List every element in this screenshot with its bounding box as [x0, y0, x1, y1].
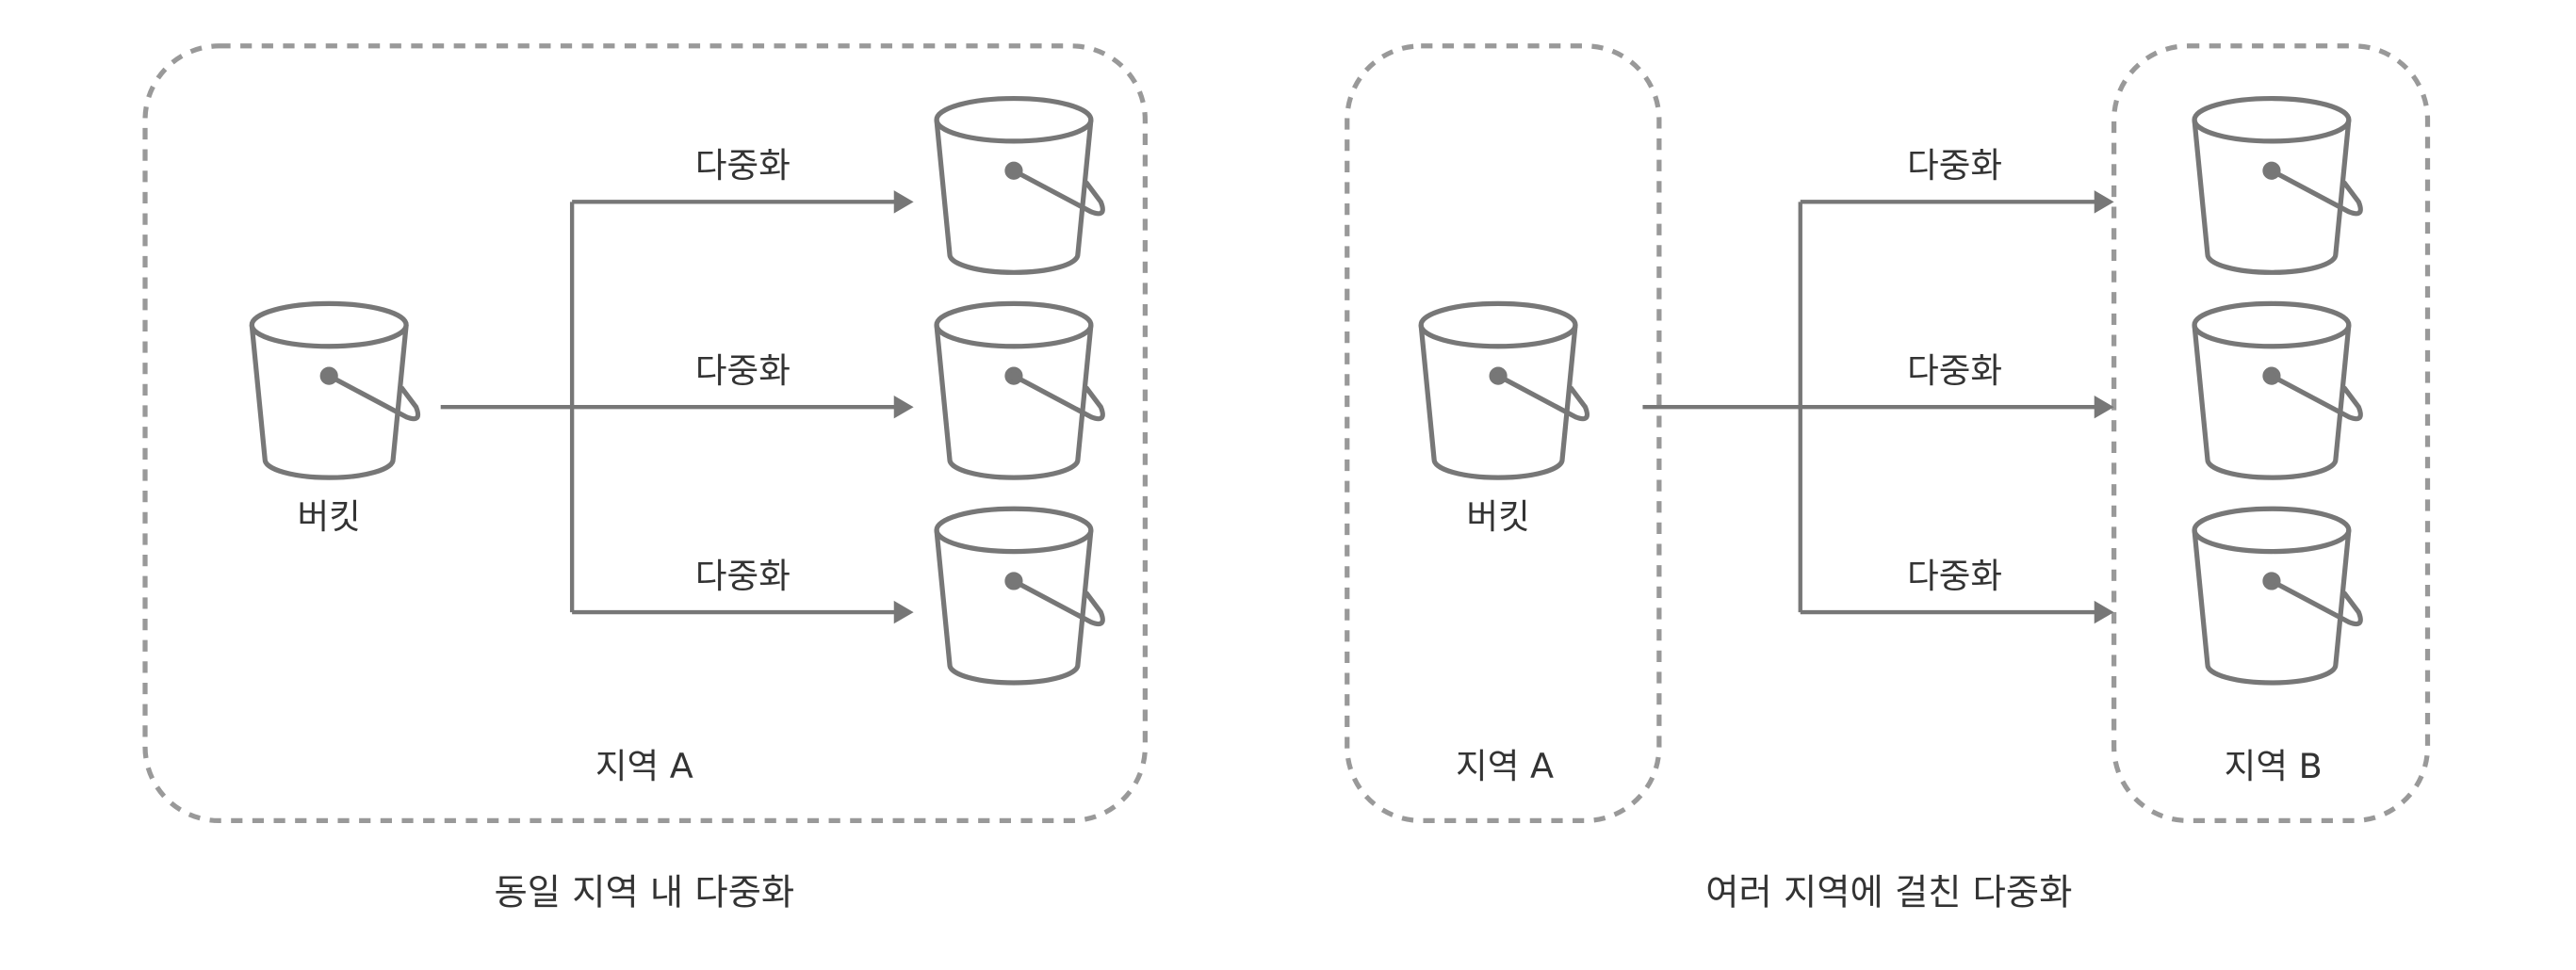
source-bucket-label: 버킷	[1466, 496, 1529, 537]
bucket-icon	[249, 300, 421, 480]
bucket-icon	[2192, 506, 2363, 686]
right-buckets	[1418, 95, 2363, 686]
panel-caption: 동일 지역 내 다중화	[494, 871, 794, 913]
source-region-label: 지역 A	[1456, 746, 1554, 786]
region-a-boundary	[142, 43, 1148, 824]
bucket-icon	[934, 95, 1105, 275]
replication-label: 다중화	[1907, 350, 2002, 391]
replication-connector	[440, 200, 901, 615]
bucket-icon	[2192, 95, 2363, 275]
cross-region-replication: 버킷 다중화 다중화 다중화 지역 A 지역 B 여러 지역에 걸친 다중화	[1345, 43, 2431, 913]
replication-label: 다중화	[695, 556, 791, 596]
replication-label: 다중화	[1907, 556, 2002, 596]
arrow-head-icon	[893, 190, 914, 624]
panel-caption: 여러 지역에 걸친 다중화	[1705, 871, 2072, 913]
replication-label: 다중화	[695, 350, 791, 391]
bucket-icon	[2192, 300, 2363, 480]
same-region-replication: 버킷 다중화 다중화 다중화 지역 A 동일 지역 내 다중화	[142, 43, 1148, 913]
left-buckets	[249, 95, 1105, 686]
bucket-icon	[934, 506, 1105, 686]
replication-label: 다중화	[695, 145, 791, 186]
region-label: 지역 A	[595, 746, 693, 786]
region-a-boundary	[1345, 43, 1662, 824]
target-region-label: 지역 B	[2225, 746, 2323, 786]
replication-connector	[1642, 200, 2099, 615]
source-bucket-label: 버킷	[298, 496, 361, 537]
replication-label: 다중화	[1907, 145, 2002, 186]
bucket-icon	[1418, 300, 1590, 480]
bucket-icon	[934, 300, 1105, 480]
arrow-head-icon	[2094, 190, 2114, 624]
